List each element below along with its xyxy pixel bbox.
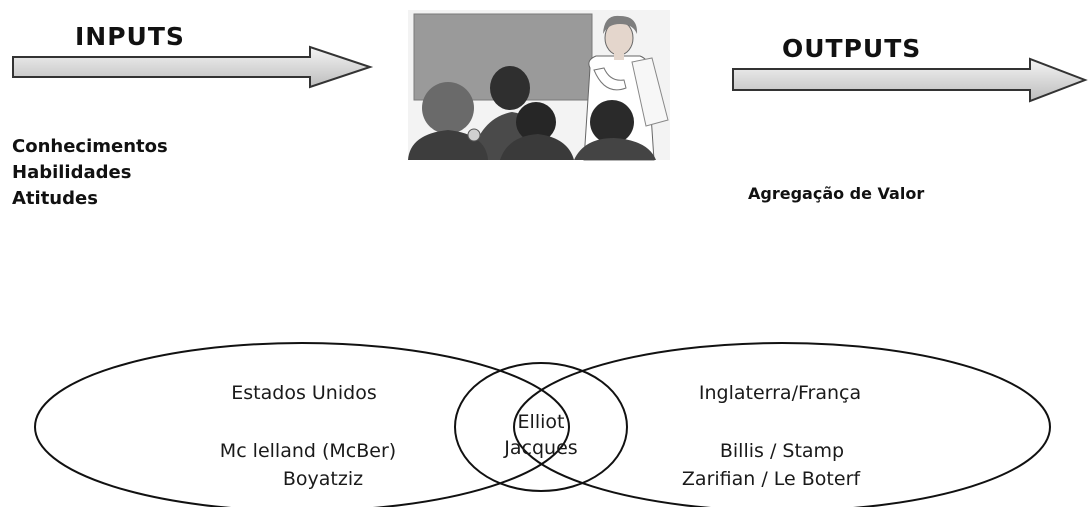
venn-left-line2: Boyatziz — [282, 468, 364, 490]
inputs-item-skills: Habilidades — [12, 162, 132, 183]
venn-left-line1: Mc lelland (McBer) — [219, 440, 397, 462]
venn-right-title: Inglaterra/França — [698, 382, 862, 404]
audience-figures — [408, 66, 656, 160]
outputs-value: Agregação de Valor — [748, 184, 925, 203]
venn-center-line2: Jacques — [504, 437, 578, 459]
venn-left-title: Estados Unidos — [231, 382, 377, 404]
presenter-figure — [583, 15, 669, 161]
venn-right-line1: Billis / Stamp — [719, 440, 845, 462]
venn-center-line1: Elliot — [517, 411, 565, 433]
inputs-list: Conhecimentos Habilidades Atitudes — [12, 134, 168, 212]
venn-right-line2: Zarifian / Le Boterf — [681, 468, 861, 490]
inputs-heading: INPUTS — [75, 22, 185, 51]
inputs-item-attitudes: Atitudes — [12, 188, 98, 209]
outputs-heading: OUTPUTS — [782, 34, 922, 63]
inputs-item-knowledge: Conhecimentos — [12, 136, 168, 157]
